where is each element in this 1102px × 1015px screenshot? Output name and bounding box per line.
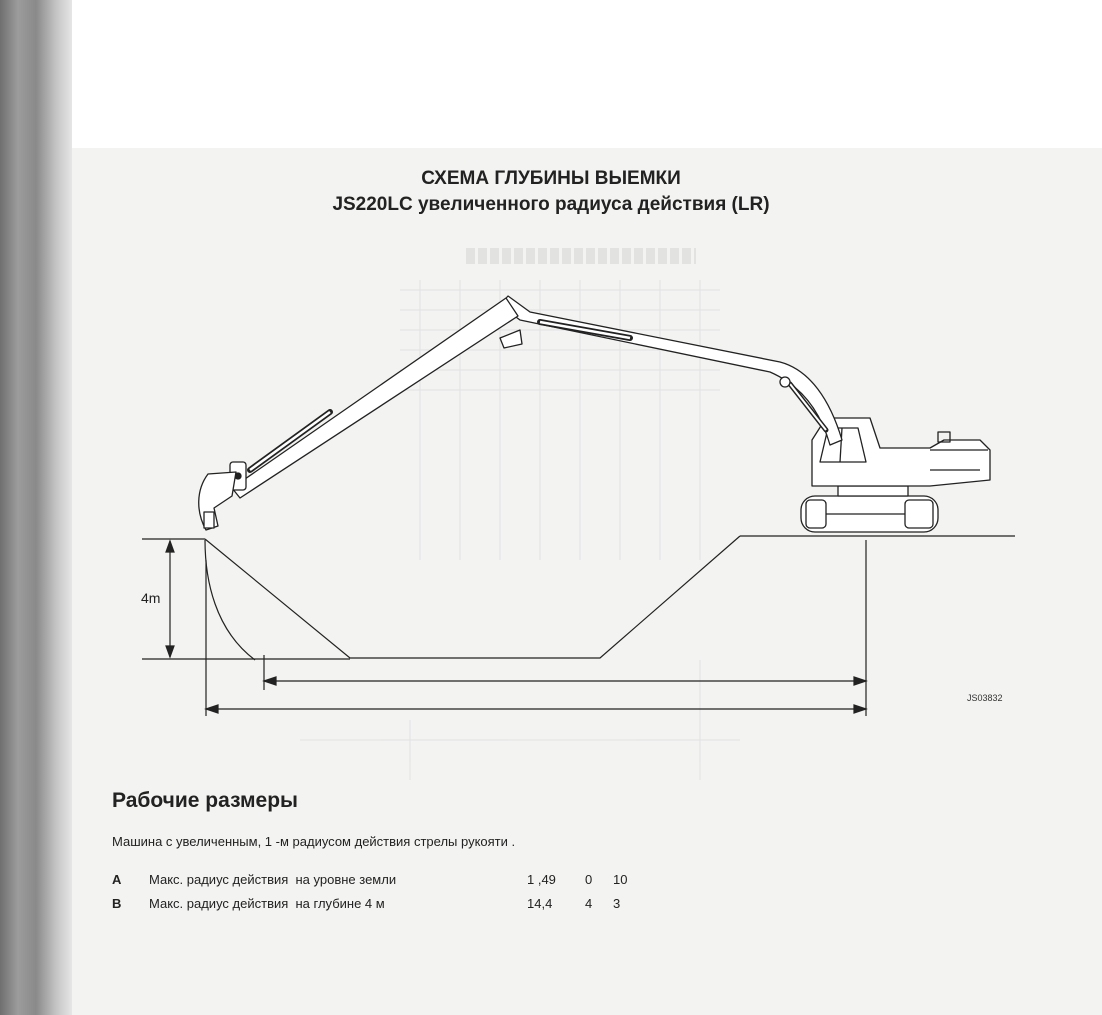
reach-dimension-a (204, 540, 868, 716)
show-through-grid (300, 280, 740, 780)
ground-profile (142, 535, 1015, 660)
document-subtitle: JS220LC увеличенного радиуса действия (L… (332, 194, 770, 215)
spec-value-1: 1 ,49 (527, 872, 556, 887)
spec-row-b: B Макс. радиус действия на глубине 4 м 1… (112, 896, 712, 914)
depth-dimension (165, 539, 175, 659)
depth-dimension-label: 4m (141, 590, 161, 606)
spec-value-3: 10 (613, 872, 628, 887)
spec-description: Макс. радиус действия на глубине 4 м (149, 896, 385, 911)
show-through-text (466, 248, 696, 264)
spec-letter: A (112, 872, 122, 887)
excavator-drawing (198, 295, 991, 533)
reach-envelope-curve (204, 539, 256, 661)
spec-value-2: 0 (585, 872, 593, 887)
spec-description: Макс. радиус действия на уровне земли (149, 872, 397, 887)
book-spine-shadow (0, 0, 72, 1015)
section-heading: Рабочие размеры (112, 789, 298, 812)
reach-dimension-b (262, 655, 868, 690)
excavator-arm (231, 297, 519, 499)
excavator-boom (499, 295, 843, 446)
spec-letter: B (112, 896, 122, 911)
page-sheet (72, 148, 1102, 1015)
spec-value-1: 14,4 (527, 896, 553, 911)
spec-value-2: 4 (585, 896, 593, 911)
figure-code: JS03832 (967, 693, 1003, 703)
document-title: СХЕМА ГЛУБИНЫ ВЫЕМКИ (421, 168, 681, 189)
section-caption: Машина с увеличенным, 1 -м радиусом дейс… (112, 834, 516, 849)
spec-value-3: 3 (613, 896, 621, 911)
spec-row-a: A Макс. радиус действия на уровне земли … (112, 872, 712, 890)
